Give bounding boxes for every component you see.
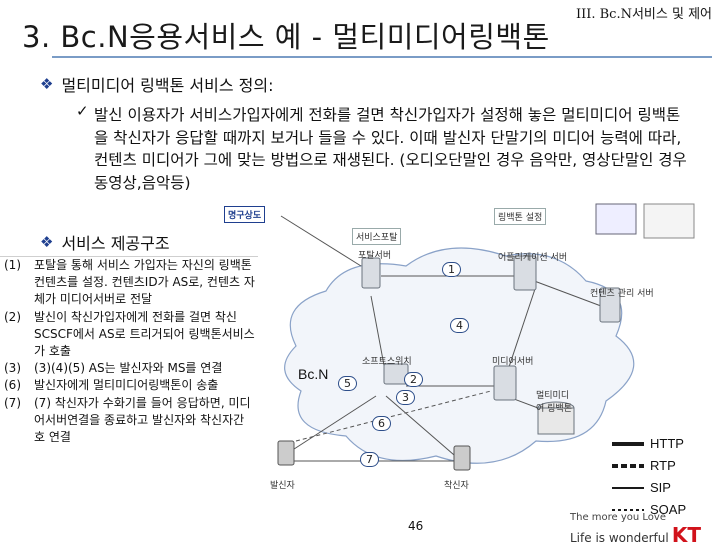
legend-soap-label: SOAP — [650, 502, 687, 517]
definition-heading: 멀티미디어 링백톤 서비스 정의: — [61, 76, 274, 95]
structure-heading: 서비스 제공구조 — [61, 234, 170, 253]
step-text: (3)(4)(5) AS는 발신자와 MS를 연결 — [34, 361, 223, 376]
callee-label: 착신자 — [444, 481, 469, 491]
step-text: (7) 착신자가 수화기를 들어 응답하면, 미디어서버연결을 종료하고 발신자… — [34, 395, 251, 445]
step-number-1: 1 — [442, 262, 461, 277]
step-no: (3) — [4, 361, 21, 376]
media-server-label: 미디어서버 — [492, 357, 534, 367]
list-item: (7) (7) 착신자가 수화기를 들어 응답하면, 미디어서버연결을 종료하고 … — [0, 395, 258, 447]
caller-phone-icon — [277, 440, 295, 466]
legend-rtp-label: RTP — [650, 458, 676, 473]
step-number-7: 7 — [360, 452, 379, 467]
pc-monitor-icon — [595, 203, 637, 235]
slogan: The more you Love — [570, 512, 666, 523]
step-number-3: 3 — [396, 390, 415, 405]
content-server-icon — [599, 287, 621, 323]
page-number: 46 — [408, 519, 424, 533]
legend-sip-label: SIP — [650, 480, 671, 495]
content-mgmt-label: 컨텐츠 관리 서버 — [590, 289, 654, 299]
structure-heading-row: ❖ 서비스 제공구조 — [40, 230, 170, 254]
brand-text: KT — [671, 523, 702, 547]
portal-server-icon — [361, 257, 381, 289]
step-number-2: 2 — [404, 372, 423, 387]
kt-logo: The more you Love Life is wonderful KT — [570, 512, 701, 547]
definition-text: 발신 이용자가 서비스가입자에게 전화를 걸면 착신가입자가 설정해 놓은 멀티… — [94, 106, 687, 192]
diamond-bullet-icon: ❖ — [40, 75, 54, 93]
legend-http-line — [612, 441, 644, 446]
ringback-db-label: 멀티미디어 링백톤 — [536, 391, 572, 414]
step-no: (7) — [4, 395, 21, 410]
media-server-icon — [493, 365, 517, 401]
portal-server-label: 포탈서버 — [358, 251, 392, 261]
legend-rtp: RTP — [612, 458, 676, 473]
step-number-5: 5 — [338, 376, 357, 391]
list-item: (6) 발신자에게 멀티미디어링백톤이 송출 — [0, 377, 258, 394]
legend-sip-line — [612, 486, 644, 489]
app-server-label: 어플리케이션 서버 — [498, 253, 568, 263]
bcn-label: Bc.N — [298, 366, 329, 382]
step-text: 발신자에게 멀티미디어링백톤이 송출 — [34, 378, 219, 393]
legend-sip: SIP — [612, 480, 671, 495]
legend-soap-line — [612, 508, 644, 511]
step-number-6: 6 — [372, 416, 391, 431]
ringback-setting-label: 링백톤 설정 — [494, 208, 547, 225]
checkmark-icon: ✓ — [76, 102, 89, 120]
step-no: (1) — [4, 258, 21, 272]
page-title: 3. Bc.N응용서비스 예 - 멀티미디어링백톤 — [22, 20, 550, 54]
list-item: (2) 발신이 착신가입자에게 전화를 걸면 착신 SCSCF에서 AS로 트리거… — [0, 309, 258, 361]
legend-http-label: HTTP — [650, 436, 684, 451]
wonderful-text: Life is wonderful — [570, 531, 669, 545]
softswitch-label: 소프트스위치 — [362, 357, 412, 367]
section-label: III. Bc.N서비스 및 제어 — [575, 7, 712, 22]
list-item: (3) (3)(4)(5) AS는 발신자와 MS를 연결 — [0, 360, 258, 377]
caller-label: 발신자 — [270, 481, 295, 491]
definition-heading-row: ❖ 멀티미디어 링백톤 서비스 정의: — [40, 72, 273, 96]
legend-soap: SOAP — [612, 502, 686, 517]
title-rule — [52, 56, 712, 58]
diamond-bullet-icon: ❖ — [40, 233, 54, 251]
list-item: (1) 포탈을 통해 서비스 가입자는 자신의 링백톤 컨텐츠를 설정. 컨텐츠I… — [0, 257, 258, 309]
callee-phone-icon — [453, 445, 471, 471]
step-no: (2) — [4, 309, 21, 324]
app-server-icon — [513, 255, 537, 291]
legend-http: HTTP — [612, 436, 684, 451]
step-text: 포탈을 통해 서비스 가입자는 자신의 링백톤 컨텐츠를 설정. 컨텐츠ID가 … — [34, 258, 255, 307]
step-text: 발신이 착신가입자에게 전화를 걸면 착신 SCSCF에서 AS로 트리거되어 … — [34, 309, 255, 359]
legend-rtp-line — [612, 463, 644, 468]
service-diagram — [277, 203, 695, 471]
step-number-4: 4 — [450, 318, 469, 333]
service-portal-label: 서비스포탈 — [352, 228, 402, 245]
step-no: (6) — [4, 378, 21, 393]
steps-list: (1) 포탈을 통해 서비스 가입자는 자신의 링백톤 컨텐츠를 설정. 컨텐츠I… — [0, 256, 258, 523]
yeongu-label: 명구상도 — [224, 206, 266, 223]
